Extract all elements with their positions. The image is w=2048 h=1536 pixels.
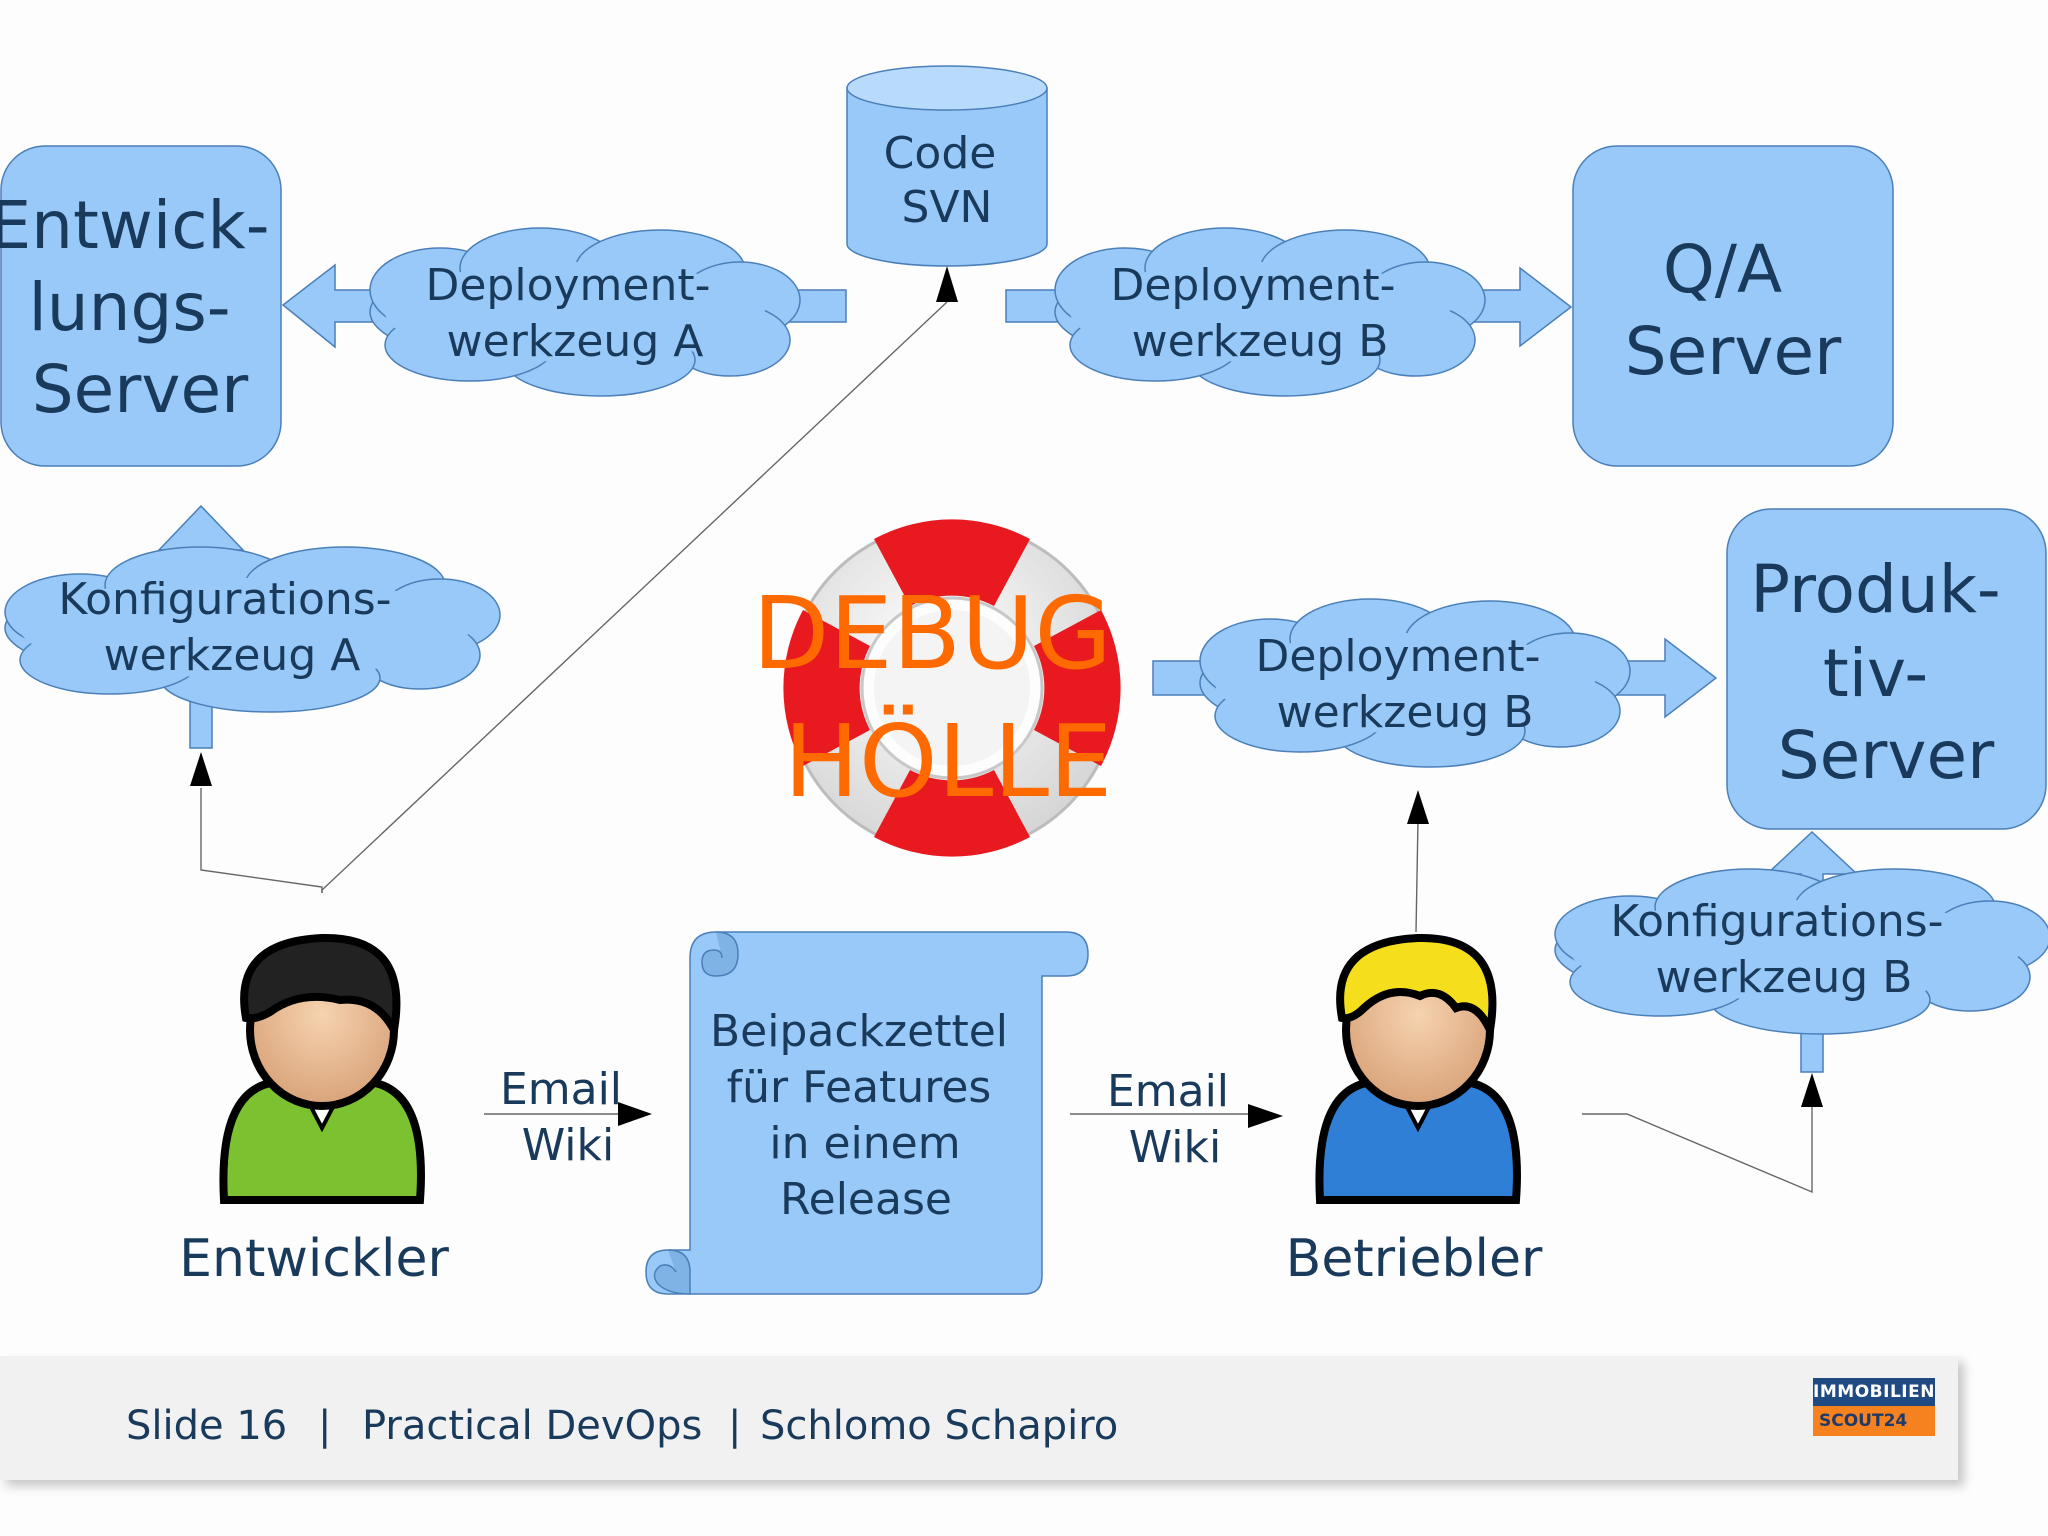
arrowhead-to-deploy-b — [1407, 790, 1429, 824]
qa-server-label: Q/A Server — [1625, 231, 1842, 390]
deploy-b-top-cloud — [1054, 227, 1486, 397]
debug-label: DEBUG HÖLLE — [752, 575, 1143, 820]
footer-separator: | — [728, 1403, 742, 1449]
logo-bottom-text: SCOUT24 — [1813, 1406, 1935, 1436]
deploy-a-label: Deployment- werkzeug A — [425, 260, 724, 367]
deploy-b-mid-cloud — [1199, 598, 1631, 768]
footer-author: Schlomo Schapiro — [760, 1403, 1119, 1449]
deploy-b-top-label: Deployment- werkzeug B — [1110, 260, 1409, 367]
developer-person-icon — [219, 933, 425, 1204]
footer-slide-number: Slide 16 — [126, 1403, 288, 1449]
prod-server-box — [1726, 508, 2047, 830]
operator-person-icon — [1315, 933, 1521, 1204]
lifebuoy-icon — [783, 519, 1121, 857]
qa-server-box — [1572, 145, 1894, 467]
scroll-shape — [645, 931, 1089, 1295]
operator-label: Betriebler — [1286, 1229, 1543, 1289]
footer-bar — [0, 1356, 1958, 1480]
email-wiki-right-label: Email Wiki — [1107, 1066, 1243, 1173]
arrowhead-email-right — [1248, 1104, 1283, 1128]
operator-to-deploy-b-line — [1415, 819, 1419, 933]
scroll-label: Beipackzettel für Features in einem Rele… — [710, 1006, 1022, 1225]
immobilienscout24-logo: IMMOBILIEN SCOUT24 — [1813, 1378, 1935, 1436]
footer-talk-title: Practical DevOps — [362, 1403, 703, 1449]
arrowhead-to-config-a — [190, 752, 212, 786]
code-svn-cylinder — [846, 65, 1048, 267]
connector-lines — [200, 301, 1813, 1194]
dev-server-label: Entwick- lungs- Server — [0, 187, 291, 428]
prod-server-label: Produk- tiv- Server — [1750, 551, 2021, 794]
logo-top-text: IMMOBILIEN — [1813, 1378, 1935, 1406]
config-a-cloud — [4, 546, 501, 713]
small-arrowheads — [190, 266, 1823, 1128]
arrowhead-email-left — [618, 1102, 652, 1126]
code-svn-label: Code SVN — [884, 128, 1011, 233]
footer-separator: | — [318, 1403, 332, 1449]
dev-server-box — [0, 145, 282, 467]
email-wiki-left-label: Email Wiki — [500, 1064, 636, 1171]
arrowhead-to-config-b — [1801, 1073, 1823, 1107]
config-b-cloud — [1554, 868, 2048, 1035]
deploy-a-cloud — [369, 227, 801, 397]
config-b-label: Konfigurations- werkzeug B — [1610, 896, 1957, 1003]
operator-to-config-b-line — [1582, 1105, 1813, 1194]
deploy-b-mid-label: Deployment- werkzeug B — [1255, 631, 1554, 738]
developer-label: Entwickler — [179, 1229, 449, 1289]
config-a-label: Konfigurations- werkzeug A — [58, 574, 405, 681]
arrowhead-to-code — [936, 266, 958, 302]
developer-to-config-a-line — [200, 788, 323, 893]
